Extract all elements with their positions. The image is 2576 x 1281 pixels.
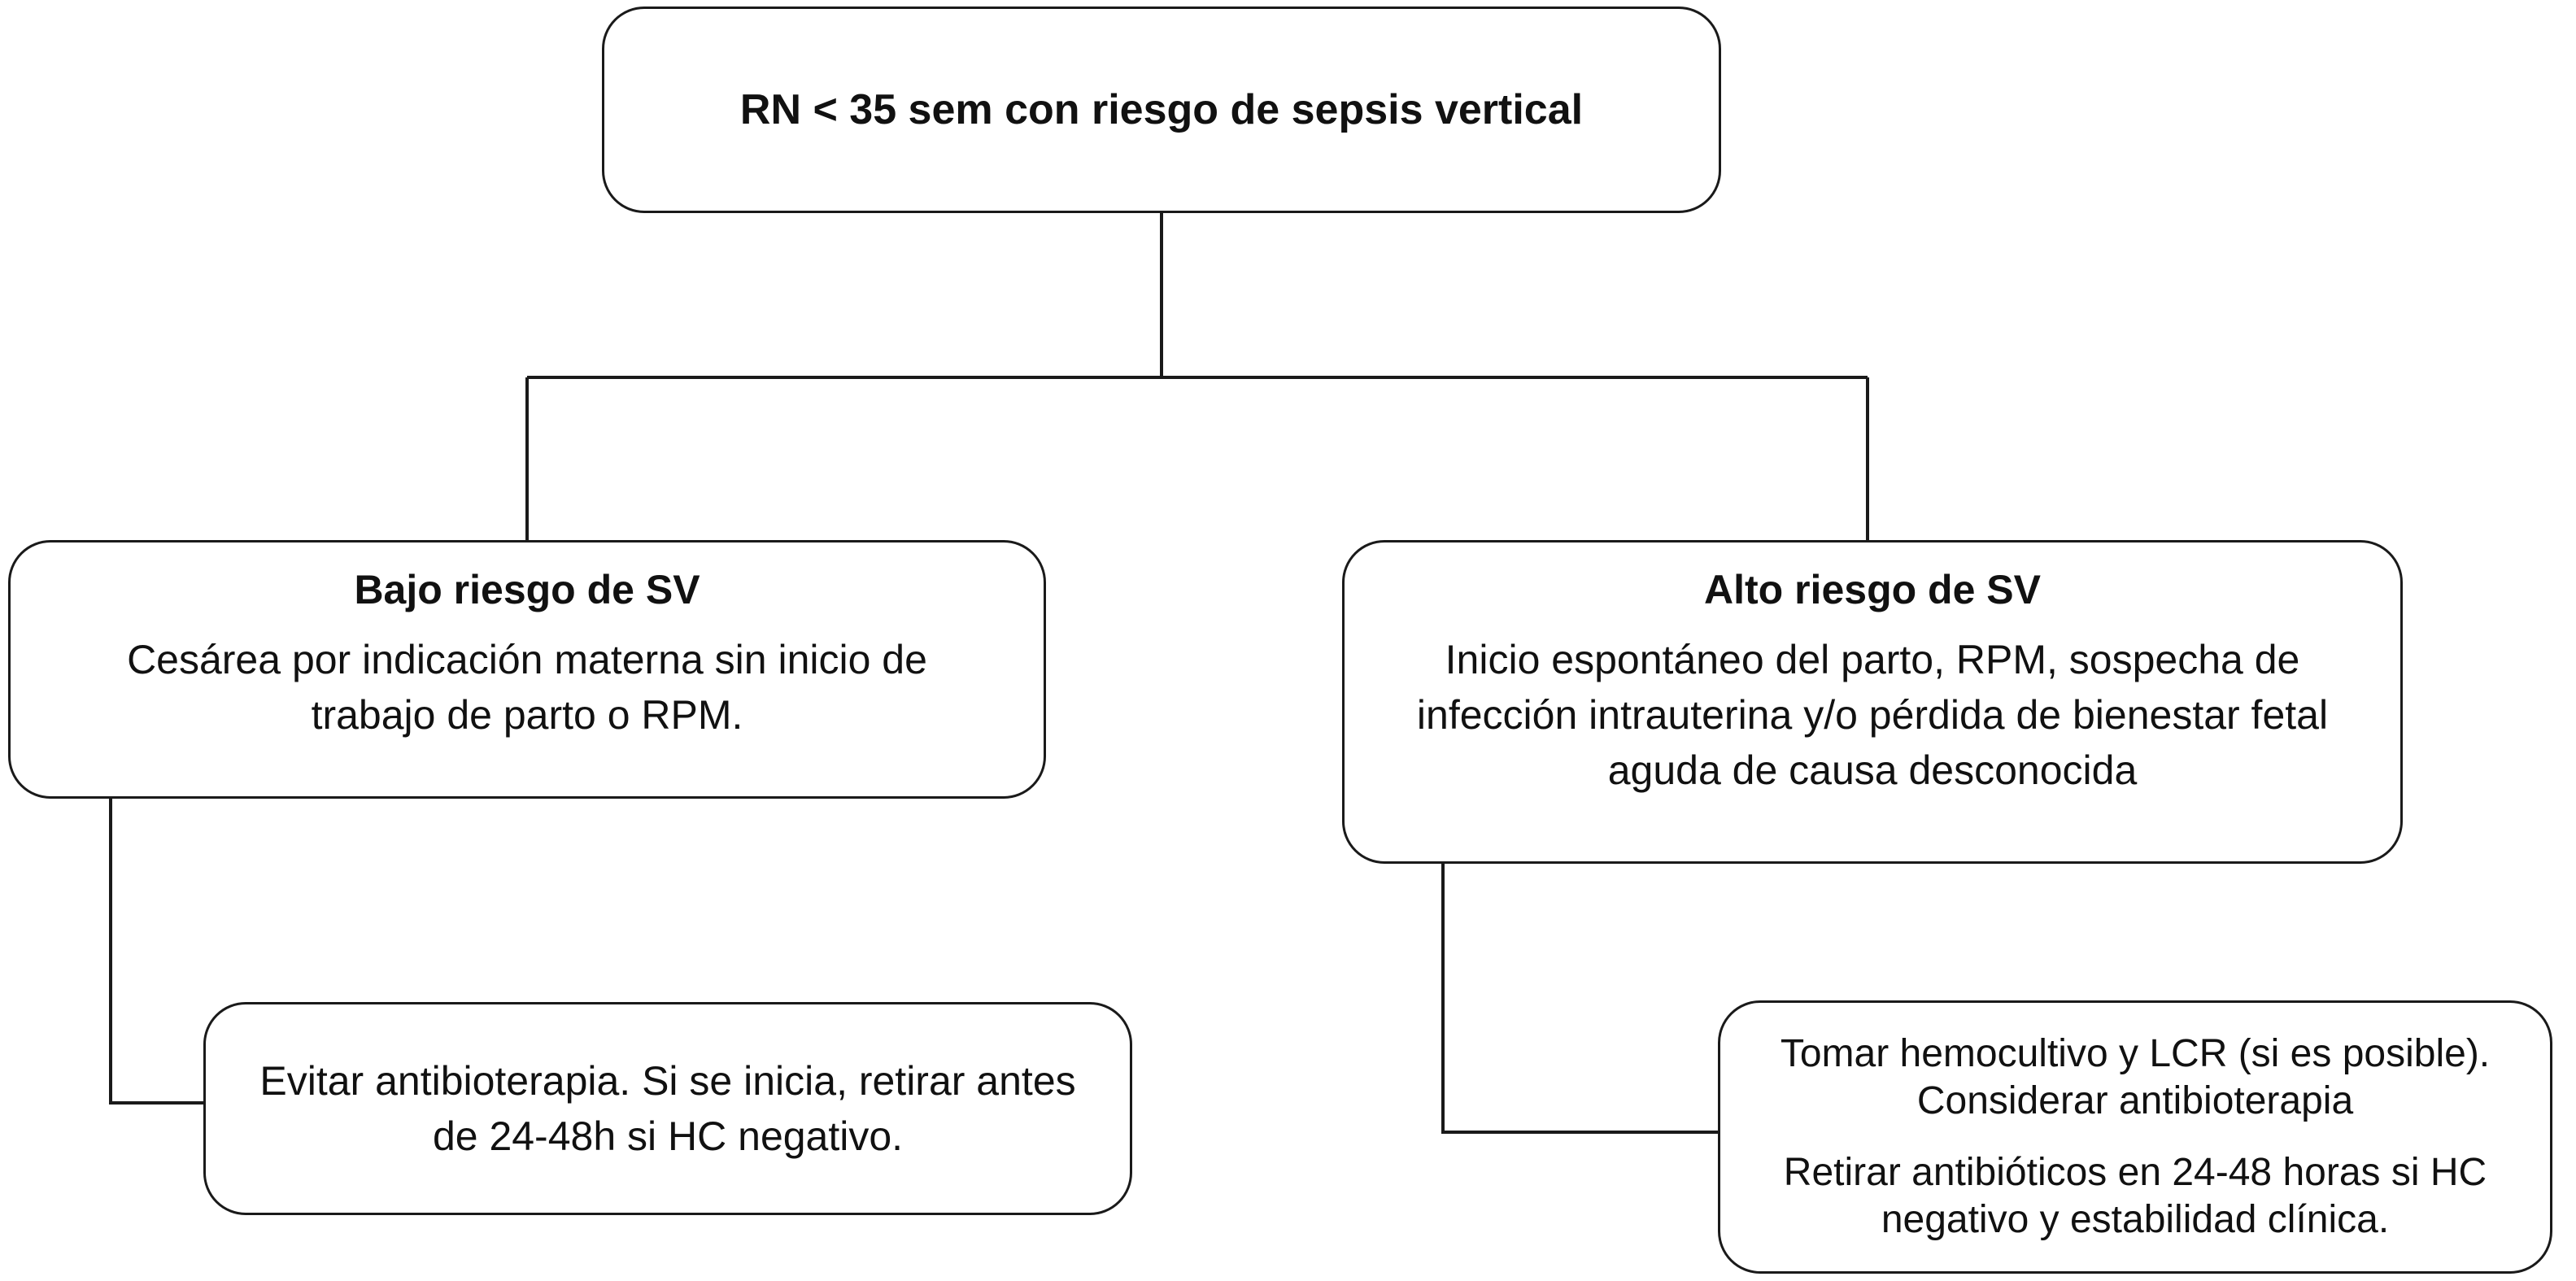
root-node: RN < 35 sem con riesgo de sepsis vertica… xyxy=(602,7,1721,213)
high-risk-action-text-2: Retirar antibióticos en 24-48 horas si H… xyxy=(1783,1151,2487,1241)
low-risk-description: Cesárea por indicación materna sin inici… xyxy=(127,637,927,738)
high-risk-description: Inicio espontáneo del parto, RPM, sospec… xyxy=(1416,637,2329,793)
high-risk-node: Alto riesgo de SV Inicio espontáneo del … xyxy=(1342,540,2403,864)
low-risk-heading: Bajo riesgo de SV xyxy=(354,567,700,612)
high-risk-action-node: Tomar hemocultivo y LCR (si es posible).… xyxy=(1718,1000,2552,1274)
low-risk-action-node: Evitar antibioterapia. Si se inicia, ret… xyxy=(203,1002,1132,1215)
high-risk-heading: Alto riesgo de SV xyxy=(1704,567,2041,612)
low-risk-node: Bajo riesgo de SV Cesárea por indicación… xyxy=(8,540,1046,799)
low-risk-action-text: Evitar antibioterapia. Si se inicia, ret… xyxy=(259,1058,1076,1159)
high-action-elbow-line xyxy=(1441,864,1718,1134)
high-risk-action-text-1: Tomar hemocultivo y LCR (si es posible).… xyxy=(1780,1032,2491,1122)
low-action-elbow-line xyxy=(109,799,203,1105)
root-node-label: RN < 35 sem con riesgo de sepsis vertica… xyxy=(739,86,1584,133)
